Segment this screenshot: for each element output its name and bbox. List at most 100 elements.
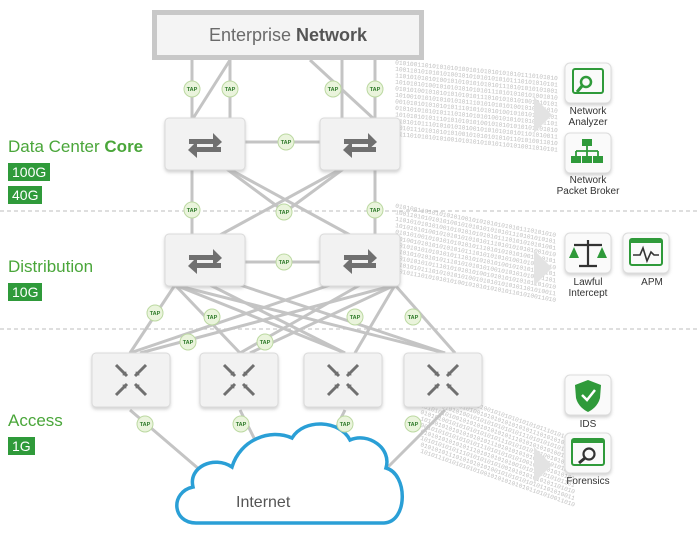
network-link [308, 58, 377, 122]
tool-network-analyzer [564, 62, 612, 104]
access-router-2 [199, 352, 279, 408]
enterprise-network-box: Enterprise Network [152, 10, 424, 60]
tap-circle [203, 308, 221, 326]
network-link [383, 408, 447, 472]
swap-arrows-icon [188, 257, 221, 274]
tool-label-packet-broker: Network Packet Broker [548, 175, 628, 197]
internet-label: Internet [236, 494, 291, 511]
tool-label-line: IDS [579, 419, 597, 430]
tap-circle [232, 415, 250, 433]
cloud-shape [175, 422, 404, 525]
swap-arrows-icon [343, 141, 376, 158]
tap-node: TAP [275, 203, 293, 221]
magnifier-handle [575, 85, 584, 93]
network-link [174, 283, 446, 355]
tap-circle [183, 201, 201, 219]
network-link [249, 283, 396, 355]
tap-label: TAP [370, 208, 381, 214]
tap-circle [366, 201, 384, 219]
tap-label: TAP [260, 340, 271, 346]
core-label-strong: Core [104, 137, 144, 156]
tap-label: TAP [187, 208, 198, 214]
device-body [303, 352, 383, 408]
tap-node: TAP [336, 415, 354, 433]
tap-circle [221, 80, 239, 98]
tap-node: TAP [232, 415, 250, 433]
tap-circle [146, 304, 164, 322]
network-link [219, 162, 351, 237]
device-body [91, 352, 171, 408]
tool-label-ids: IDS [548, 419, 628, 430]
magnifier-icon [579, 75, 593, 89]
tap-node: TAP [366, 80, 384, 98]
tap-circle [324, 80, 342, 98]
magnifier-handle [578, 456, 586, 465]
network-link [353, 284, 397, 354]
swap-arrows-icon [344, 249, 377, 266]
monitoring-tools [564, 62, 670, 474]
tool-packet-broker [564, 132, 612, 174]
tap-label: TAP [408, 315, 419, 321]
tap-label: TAP [408, 422, 419, 428]
window-titlebar [572, 439, 604, 443]
tap-label: TAP [183, 340, 194, 346]
tap-node: TAP [404, 308, 422, 326]
tool-label-line: Packet Broker [556, 186, 620, 197]
tool-label-line: Intercept [568, 288, 608, 299]
tap-node: TAP [346, 308, 364, 326]
network-devices [91, 117, 483, 408]
tap-circle [336, 415, 354, 433]
tap-label: TAP [225, 87, 236, 93]
shield-check-mark [581, 389, 596, 402]
binary-stream: 0101001101010101010010101010101010111010… [395, 59, 559, 153]
tool-label-forensics: Forensics [548, 476, 628, 487]
network-link [174, 283, 346, 355]
access-router-4 [403, 352, 483, 408]
tap-label: TAP [140, 422, 151, 428]
tap-label: TAP [187, 87, 198, 93]
tap-circle [346, 308, 364, 326]
tap-node: TAP [179, 333, 197, 351]
tap-circle [183, 80, 201, 98]
distribution-switch-right [319, 233, 401, 287]
tap-circle [366, 80, 384, 98]
tap-label: TAP [279, 210, 290, 216]
tool-forensics [564, 432, 612, 474]
network-link [219, 162, 286, 214]
network-link [190, 59, 232, 121]
tap-label: TAP [236, 422, 247, 428]
scales-pans [569, 247, 607, 258]
stream-arrow [534, 250, 552, 286]
speed-badge-10g: 10G [8, 283, 43, 301]
distribution-switch-left [164, 233, 246, 287]
device-body [199, 352, 279, 408]
network-links [128, 58, 457, 472]
tool-label-line: Forensics [566, 476, 610, 487]
tool-label-network-analyzer: Network Analyzer [548, 106, 628, 128]
tap-label: TAP [328, 87, 339, 93]
access-router-3 [303, 352, 383, 408]
tap-node: TAP [275, 253, 293, 271]
core-label-prefix: Data Center [8, 137, 100, 156]
tap-node: TAP [146, 304, 164, 322]
tool-label-apm: APM [612, 277, 692, 288]
tap-label: TAP [340, 422, 351, 428]
tap-node: TAP [221, 80, 239, 98]
router-arrows-icon [222, 363, 256, 397]
tool-label-line: Lawful [573, 277, 603, 288]
network-link [129, 283, 331, 355]
tap-label: TAP [281, 140, 292, 146]
magnifier-glass [582, 447, 596, 461]
tap-label: TAP [150, 311, 161, 317]
hierarchy-node [571, 156, 581, 163]
swap-arrows-icon [189, 133, 222, 150]
tool-label-line: Analyzer [568, 117, 608, 128]
tap-node: TAP [203, 308, 221, 326]
network-link [284, 162, 351, 214]
tap-label: TAP [350, 315, 361, 321]
swap-arrows-icon [344, 133, 377, 150]
tap-node: TAP [277, 133, 295, 151]
hierarchy-lines [575, 146, 599, 156]
speed-badge-40g: 40G [8, 186, 43, 204]
